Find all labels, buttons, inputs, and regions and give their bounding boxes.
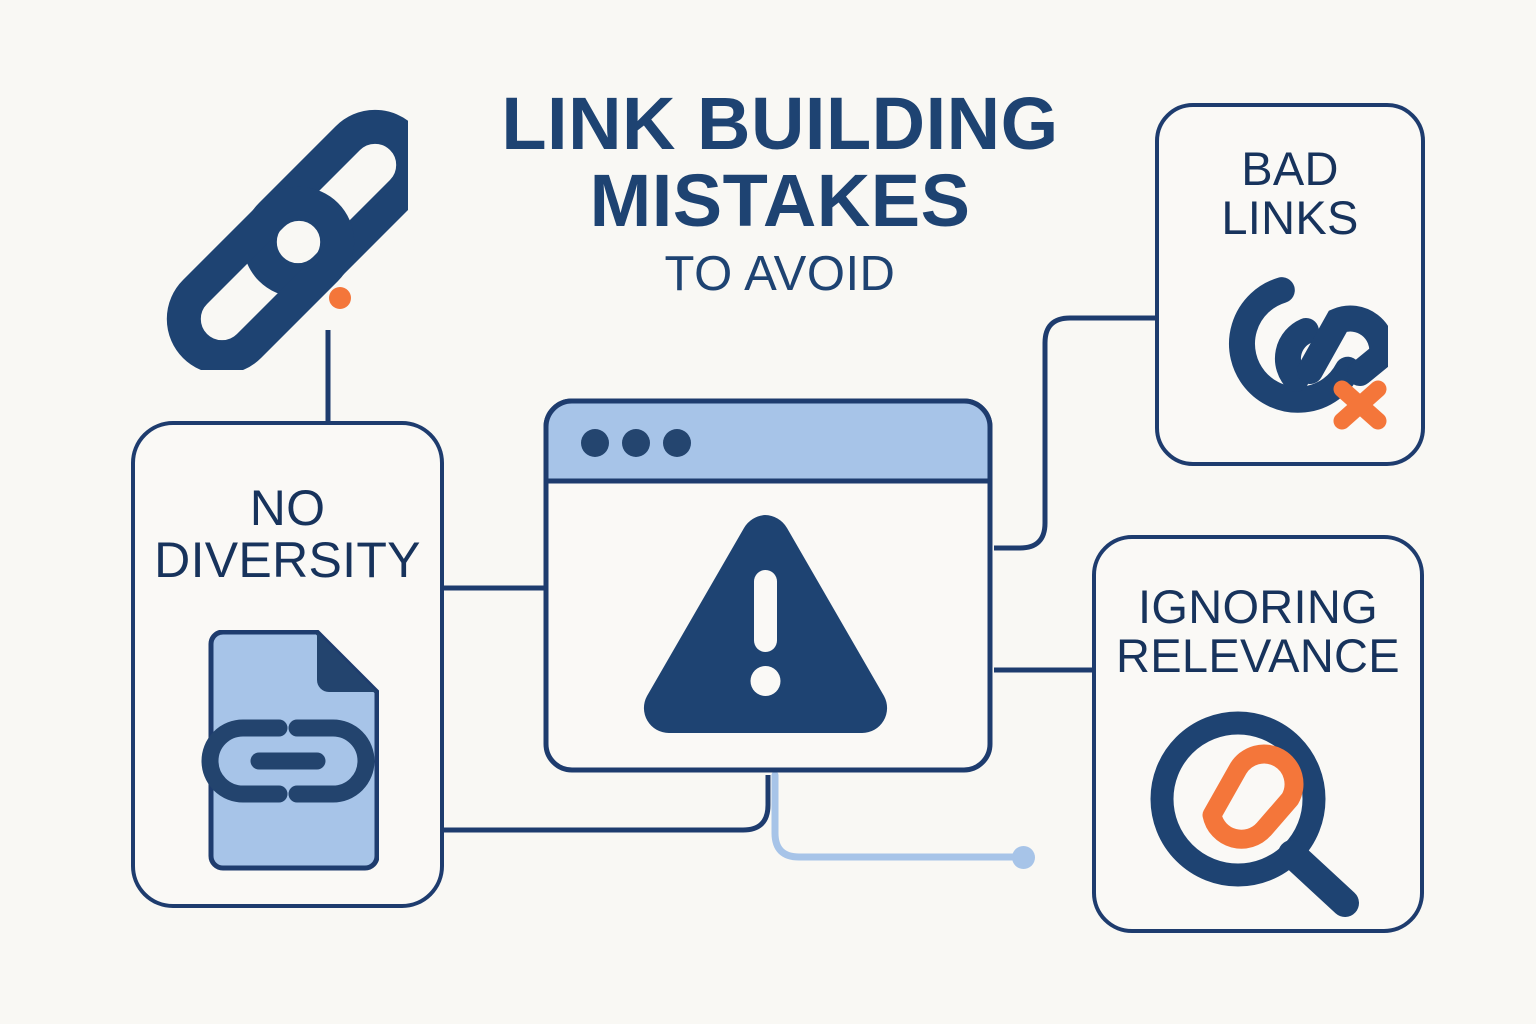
- titlebar-dot-3[interactable]: [663, 429, 691, 457]
- card-no-diversity-label-line-1: NO: [249, 480, 326, 536]
- browser-titlebar: [543, 398, 993, 484]
- card-no-diversity-label: NO DIVERSITY: [135, 482, 440, 586]
- magnifier-link-icon: [1150, 711, 1359, 917]
- browser-window: [543, 398, 993, 773]
- magnifier-handle: [1278, 840, 1359, 917]
- card-bad-links[interactable]: BAD LINKS: [1155, 103, 1425, 466]
- connector-browser-to-bad-links: [994, 315, 1155, 551]
- document-link-icon: [201, 630, 379, 871]
- orange-link-glyph: [1202, 744, 1304, 849]
- card-ignoring-relevance-label-line-1: IGNORING: [1137, 580, 1379, 633]
- card-bad-links-label-line-2: LINKS: [1221, 190, 1359, 244]
- titlebar-dot-1[interactable]: [581, 429, 609, 457]
- card-ignoring-relevance-label-line-2: RELEVANCE: [1116, 628, 1400, 682]
- card-ignoring-relevance-label: IGNORING RELEVANCE: [1096, 580, 1420, 682]
- orange-accent-dot: [329, 287, 351, 309]
- connector-browser-bottom-to-left: [444, 775, 771, 833]
- warning-triangle-icon: [643, 515, 888, 734]
- card-ignoring-relevance[interactable]: IGNORING RELEVANCE: [1092, 535, 1424, 933]
- document-fold-corner: [316, 632, 377, 692]
- card-no-diversity-label-line-2: DIVERSITY: [154, 532, 421, 588]
- card-bad-links-label-line-1: BAD: [1241, 142, 1339, 195]
- chain-link-icon: [166, 109, 408, 370]
- card-no-diversity[interactable]: NO DIVERSITY: [131, 421, 444, 908]
- magnifier-lens: [1150, 711, 1326, 887]
- card-bad-links-label: BAD LINKS: [1159, 142, 1421, 244]
- broken-chain-x-icon: [1229, 277, 1388, 430]
- connector-browser-bottom-to-dot: [771, 771, 1020, 861]
- titlebar-dot-2[interactable]: [622, 429, 650, 457]
- light-blue-accent-dot: [1012, 846, 1035, 869]
- x-mark-icon: [1333, 380, 1387, 430]
